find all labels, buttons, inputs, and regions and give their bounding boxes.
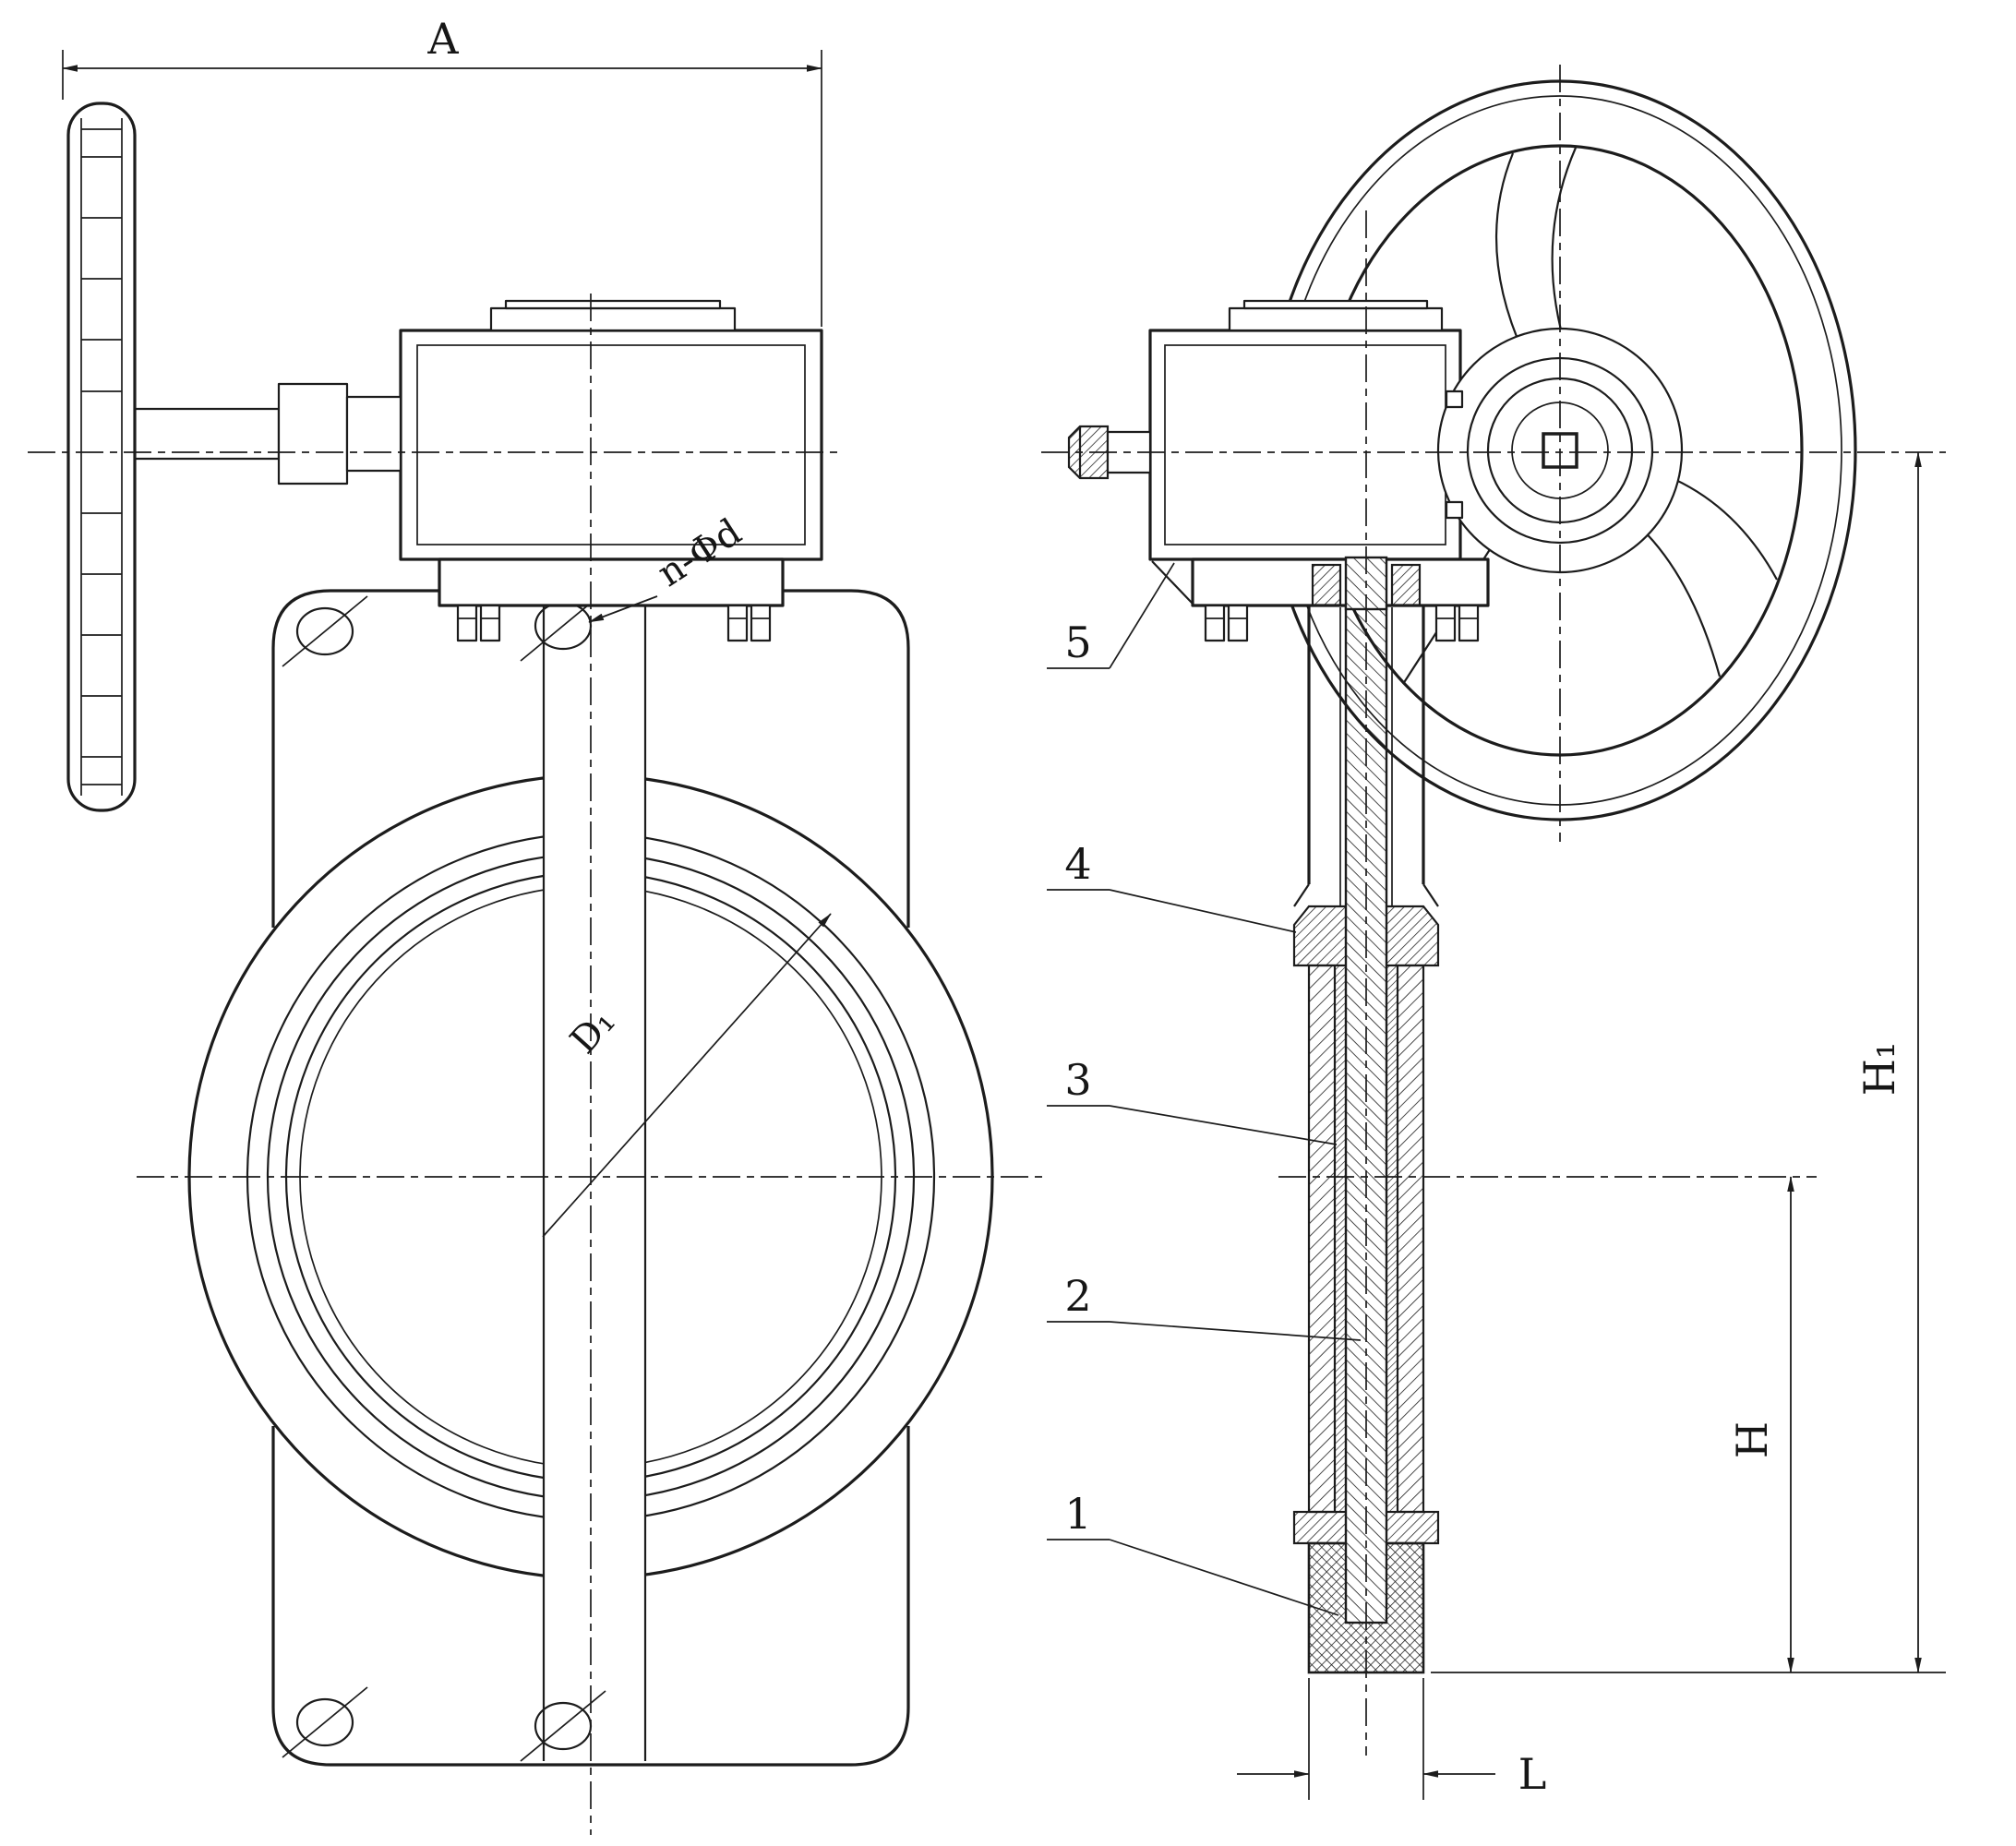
seat-liner-left xyxy=(1334,965,1347,1513)
callout-4: 4 xyxy=(1047,839,1297,933)
callout-3: 3 xyxy=(1047,1055,1338,1145)
bolt-hole xyxy=(282,1686,368,1758)
dim-A-label: A xyxy=(426,14,459,64)
callout-2: 2 xyxy=(1047,1271,1362,1341)
part-2-label: 2 xyxy=(1064,1271,1091,1321)
worm-boss xyxy=(345,395,402,473)
mounting-studs xyxy=(1204,604,1480,642)
gear-actuator-side xyxy=(1148,299,1490,642)
mounting-studs xyxy=(456,604,772,642)
part-callouts: 5 4 3 2 1 xyxy=(1047,562,1362,1616)
front-view: A n-Φd D₁ xyxy=(28,14,1043,1835)
dimension-H: H xyxy=(1431,1176,1946,1673)
wheel-spoke-ticks xyxy=(81,128,122,785)
wheel-shaft xyxy=(133,407,281,461)
set-screw xyxy=(1445,390,1464,409)
dimension-L: L xyxy=(1237,1678,1546,1800)
part-4-label: 4 xyxy=(1064,839,1091,889)
set-screw xyxy=(1445,500,1464,520)
part-1-label: 1 xyxy=(1064,1489,1091,1539)
dim-H1-label: H₁ xyxy=(1854,1042,1904,1097)
gear-actuator-front xyxy=(399,299,823,642)
dimension-H1: H₁ xyxy=(1854,451,1922,1673)
side-view: 5 4 3 2 1 xyxy=(1041,65,1946,1800)
dim-H-label: H xyxy=(1727,1421,1777,1458)
centerlines-front xyxy=(28,294,1043,1835)
centerlines-side xyxy=(1041,65,1946,1756)
part-5-label: 5 xyxy=(1064,617,1091,667)
bolt-hole xyxy=(282,595,368,667)
part-3-label: 3 xyxy=(1064,1055,1091,1105)
wheel-rim-profile xyxy=(66,102,137,812)
callout-1: 1 xyxy=(1047,1489,1339,1616)
dim-L-label: L xyxy=(1518,1749,1547,1799)
body-wall-left xyxy=(1307,964,1337,1514)
body-wall-right xyxy=(1396,964,1425,1514)
seat-liner-right xyxy=(1386,965,1398,1513)
dimension-A: A xyxy=(62,14,822,327)
shaft-coupling xyxy=(277,382,349,485)
callout-5: 5 xyxy=(1047,562,1175,669)
disc-stem-band xyxy=(542,605,647,1761)
handwheel-side-profile xyxy=(66,102,402,812)
